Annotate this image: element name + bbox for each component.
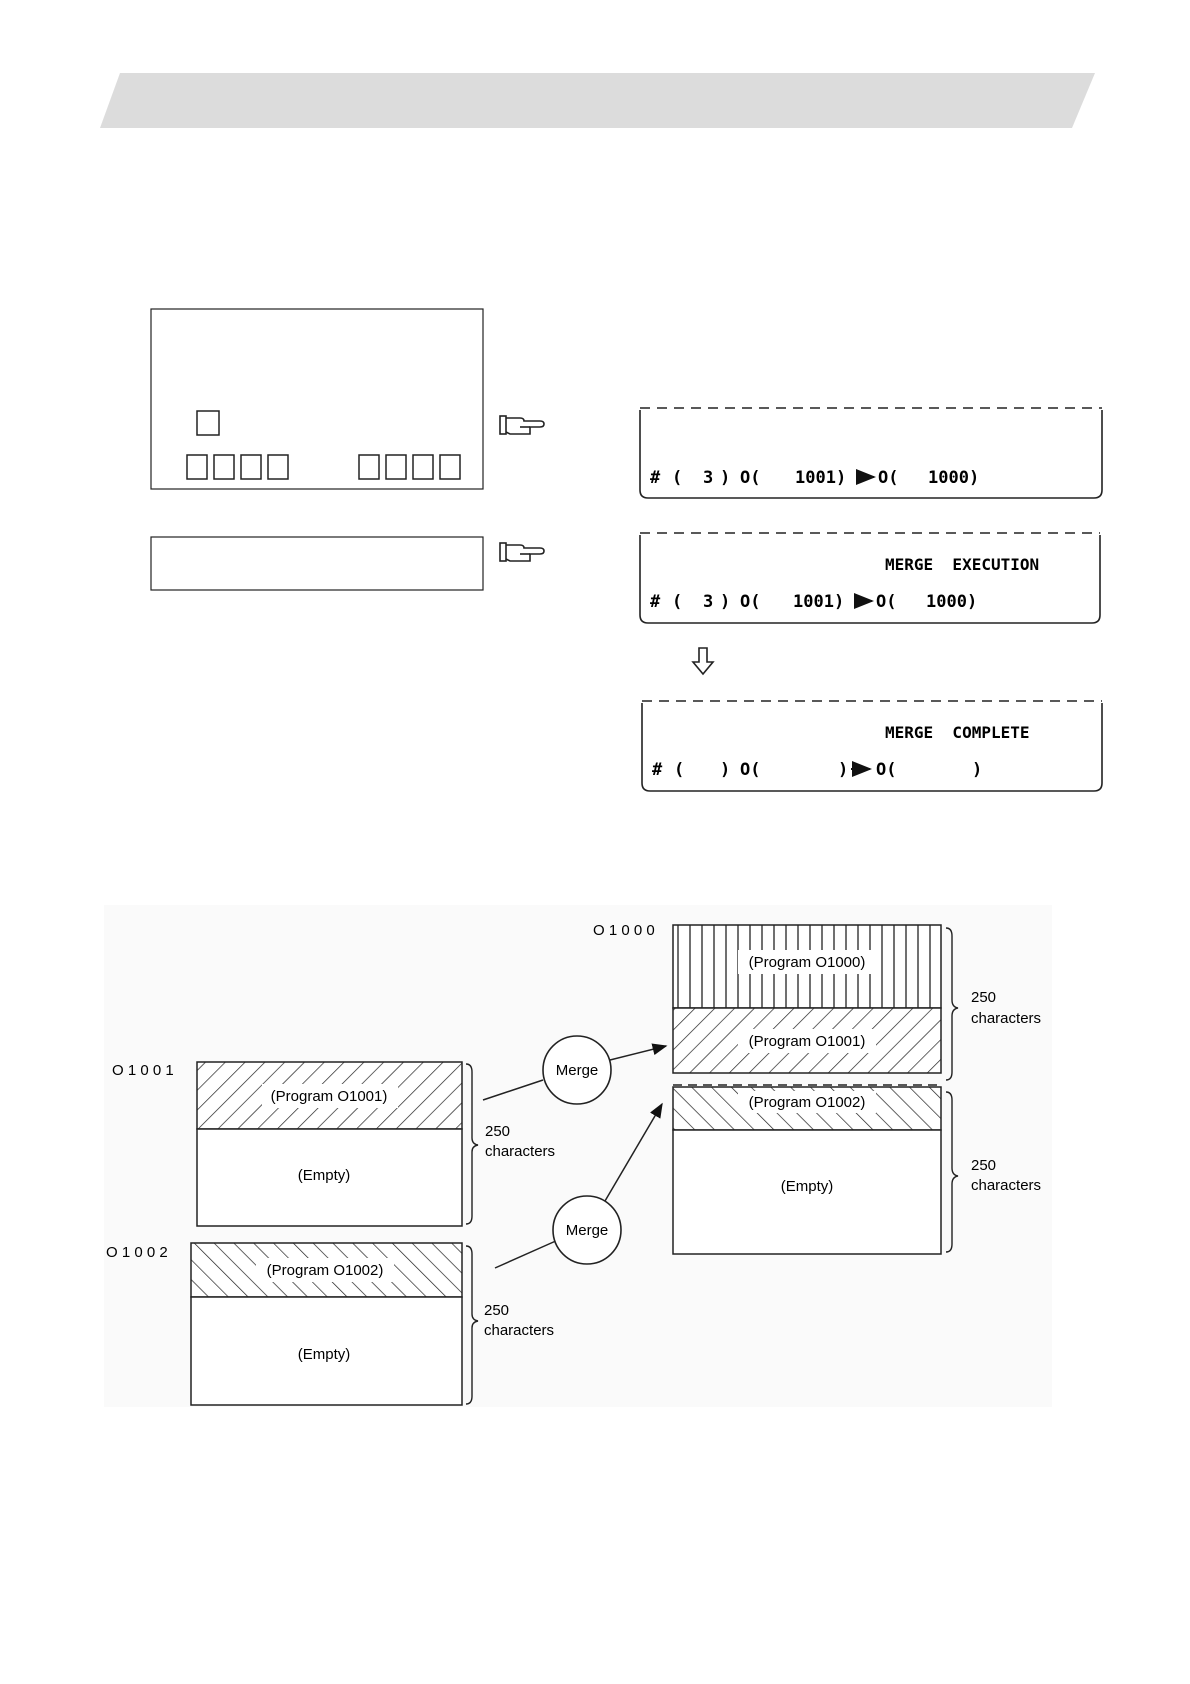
svg-text:O 1 0 0 2: O 1 0 0 2 bbox=[106, 1244, 168, 1261]
svg-text:250: 250 bbox=[484, 1302, 509, 1319]
svg-text:250: 250 bbox=[485, 1123, 510, 1140]
svg-text:250: 250 bbox=[971, 989, 996, 1006]
svg-text:characters: characters bbox=[485, 1143, 555, 1160]
screen-complete: MERGE COMPLETE # ( ) O( ) O( ) bbox=[641, 700, 1103, 792]
pointing-hand-icon bbox=[499, 415, 545, 435]
svg-text:(Program O1001): (Program O1001) bbox=[271, 1088, 388, 1105]
merge-label-2: Merge bbox=[566, 1222, 609, 1239]
source-program-o1002: O 1 0 0 2 (Program O1002) (Empty) 250 ch… bbox=[106, 1242, 554, 1406]
key[interactable] bbox=[240, 454, 262, 480]
key[interactable] bbox=[385, 454, 407, 480]
complete-status: MERGE COMPLETE bbox=[885, 723, 1030, 742]
merge-connector-2: Merge bbox=[494, 1102, 663, 1269]
svg-text:O 1 0 0 0: O 1 0 0 0 bbox=[593, 922, 655, 939]
keypad-panel bbox=[150, 308, 484, 490]
svg-text:characters: characters bbox=[971, 1177, 1041, 1194]
svg-text:characters: characters bbox=[971, 1010, 1041, 1027]
source-program-o1001: O 1 0 0 1 (Program O1001) (Empty) 250 ch… bbox=[112, 1061, 555, 1227]
header-banner bbox=[100, 73, 1095, 128]
svg-text:(Program O1000): (Program O1000) bbox=[749, 954, 866, 971]
svg-text:(Empty): (Empty) bbox=[298, 1346, 351, 1363]
svg-text:(Empty): (Empty) bbox=[781, 1178, 834, 1195]
complete-line: # ( ) O( ) O( ) bbox=[652, 760, 982, 780]
key[interactable] bbox=[186, 454, 208, 480]
execution-status: MERGE EXECUTION bbox=[885, 555, 1039, 574]
key[interactable] bbox=[267, 454, 289, 480]
key[interactable] bbox=[358, 454, 380, 480]
input-panel bbox=[150, 536, 484, 591]
merge-label-1: Merge bbox=[556, 1062, 599, 1079]
single-key[interactable] bbox=[196, 410, 220, 436]
svg-text:(Program O1001): (Program O1001) bbox=[749, 1033, 866, 1050]
screen-transfer: # ( 3 ) O( 1001) O( 1000) bbox=[639, 407, 1103, 499]
merge-connector-1: Merge bbox=[482, 1035, 668, 1105]
transfer-line: # ( 3 ) O( 1001) O( 1000) bbox=[650, 468, 979, 488]
key-row-left bbox=[186, 454, 289, 480]
down-arrow-icon bbox=[691, 647, 715, 676]
svg-text:250: 250 bbox=[971, 1157, 996, 1174]
screen-execution: MERGE EXECUTION # ( 3 ) O( 1001) O( 1000… bbox=[639, 532, 1101, 624]
execution-line: # ( 3 ) O( 1001) O( 1000) bbox=[650, 592, 977, 612]
pointing-hand-icon bbox=[499, 542, 545, 562]
svg-text:O 1 0 0 1: O 1 0 0 1 bbox=[112, 1062, 174, 1079]
key[interactable] bbox=[412, 454, 434, 480]
svg-text:(Program O1002): (Program O1002) bbox=[749, 1094, 866, 1111]
svg-text:(Program O1002): (Program O1002) bbox=[267, 1262, 384, 1279]
svg-text:characters: characters bbox=[484, 1322, 554, 1339]
target-program-o1000: O 1 0 0 0 (Program O1000) (Program O1001… bbox=[593, 922, 1041, 1255]
svg-text:(Empty): (Empty) bbox=[298, 1167, 351, 1184]
key[interactable] bbox=[213, 454, 235, 480]
key[interactable] bbox=[439, 454, 461, 480]
key-row-right bbox=[358, 454, 461, 480]
